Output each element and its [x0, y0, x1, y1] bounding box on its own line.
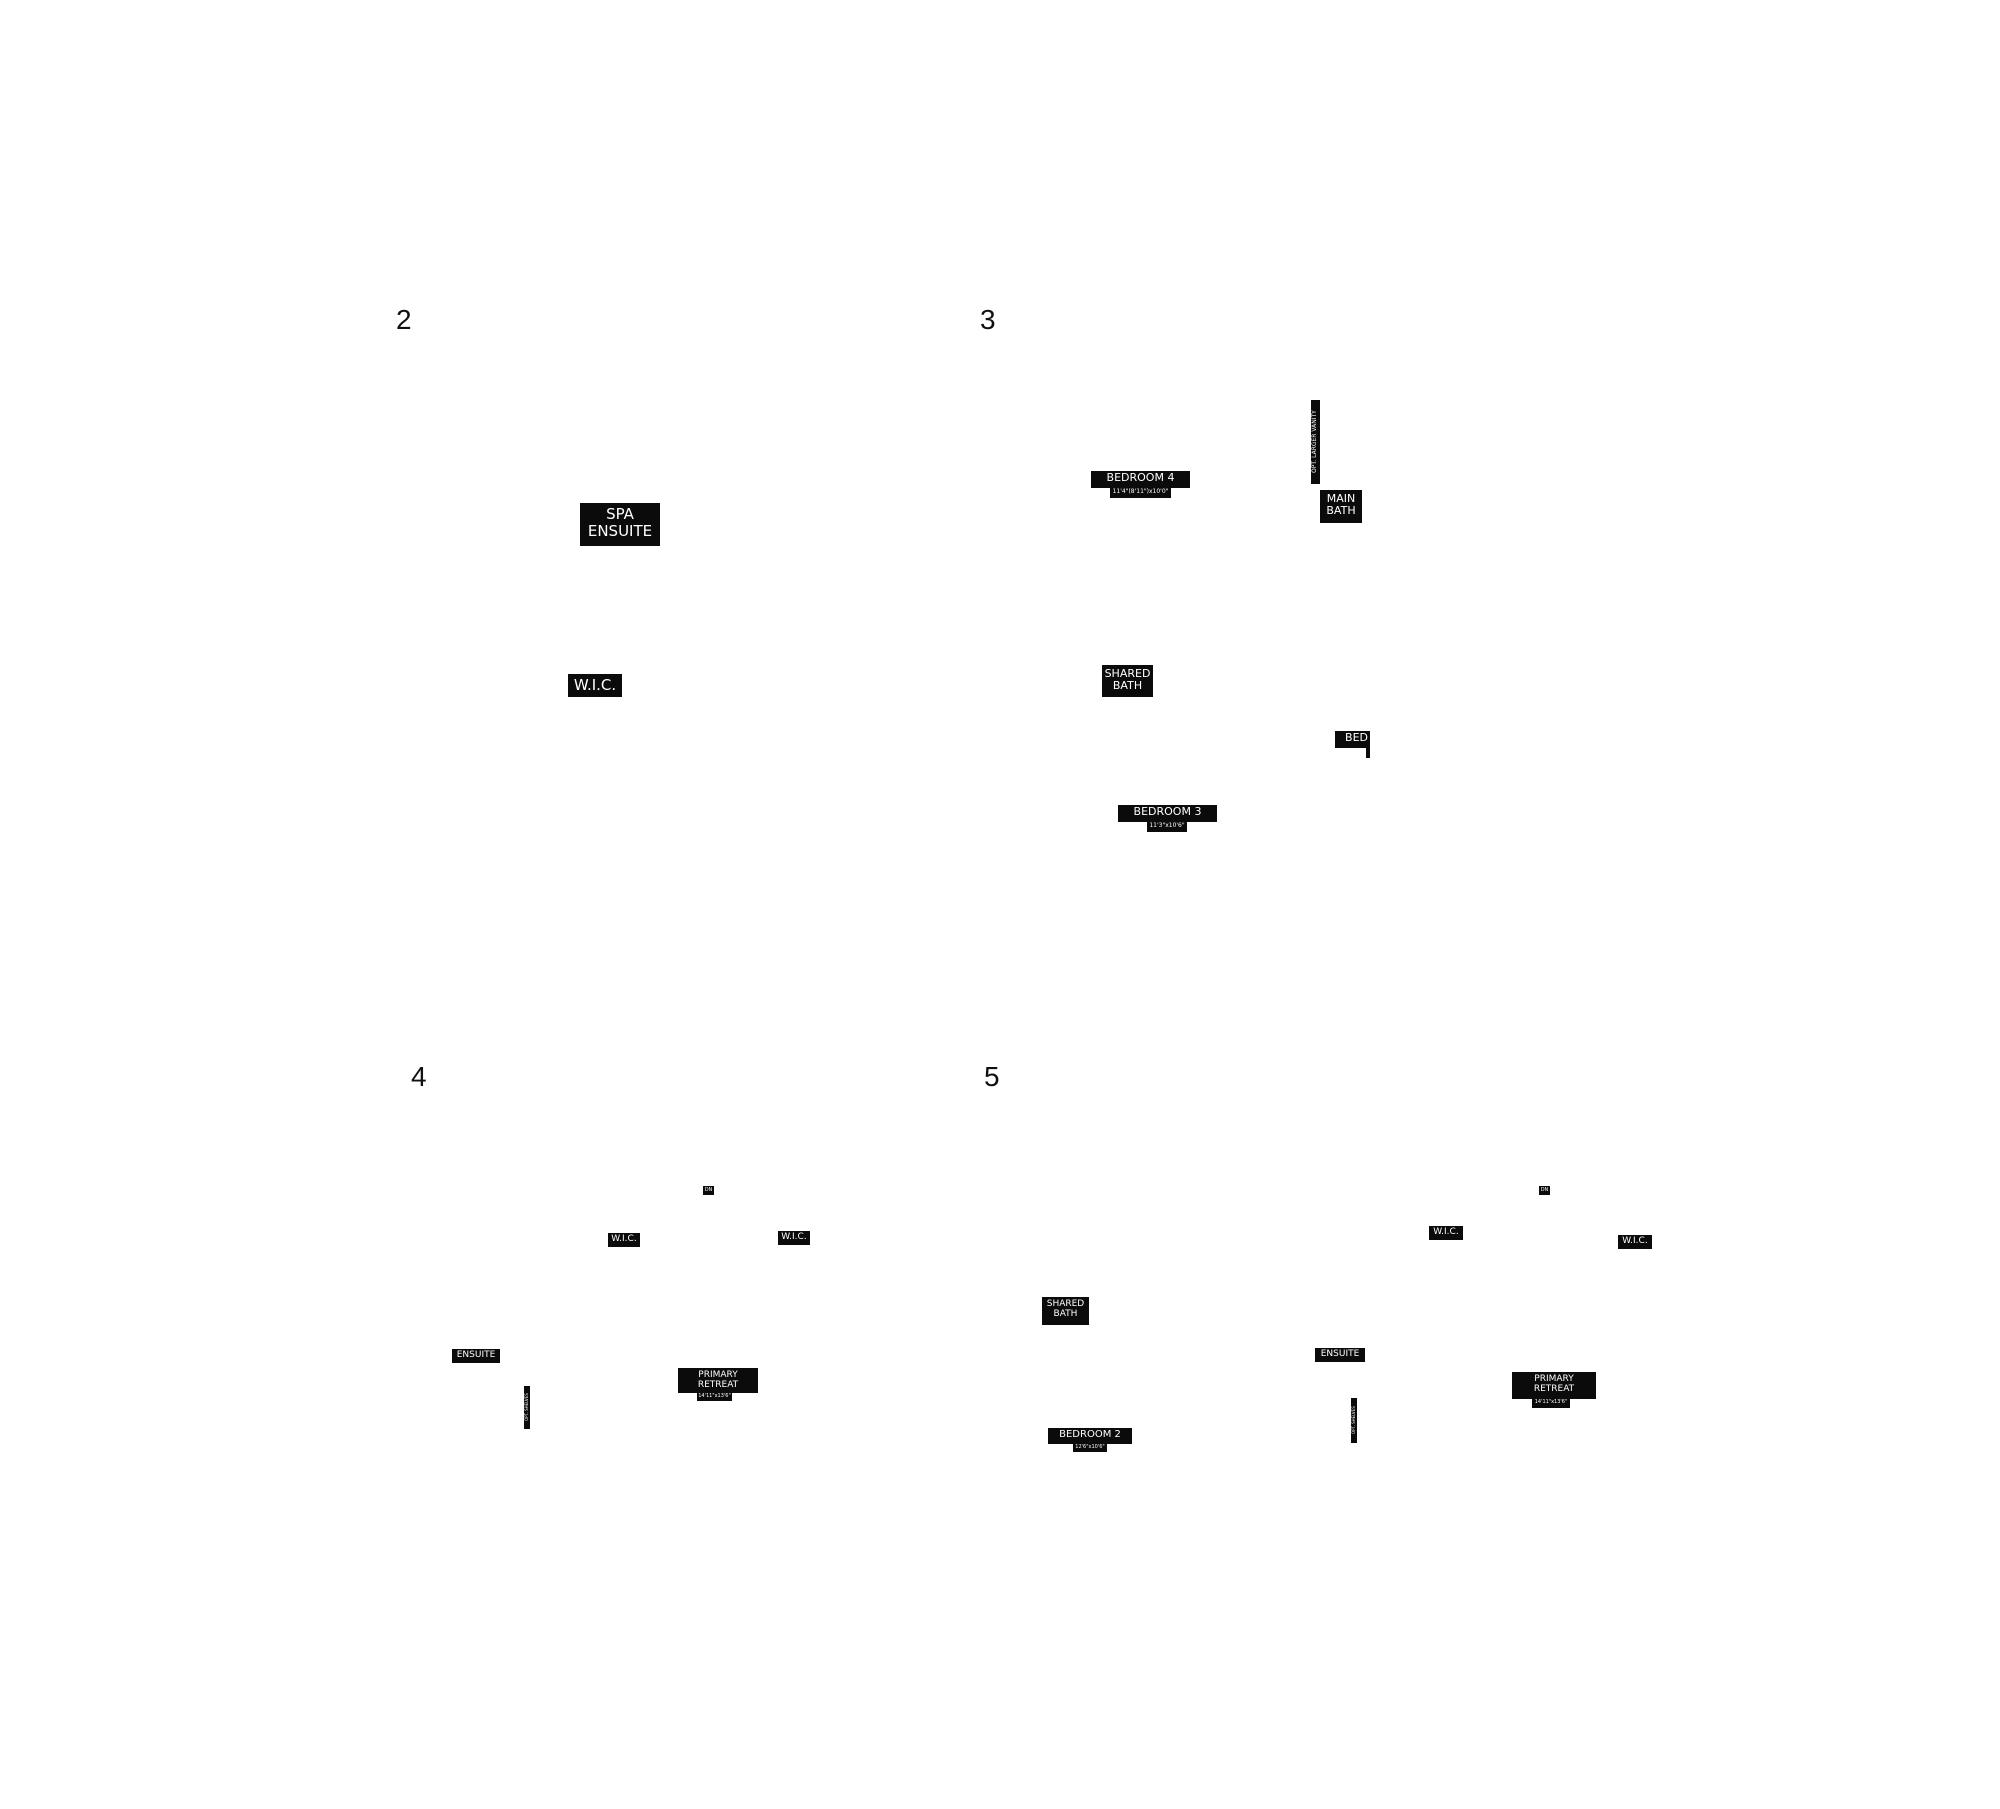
wic-left-label-panel-4: W.I.C.: [608, 1233, 640, 1247]
primary-retreat-line-1: PRIMARY: [1534, 1374, 1574, 1384]
wic-right-label-panel-4: W.I.C.: [778, 1231, 810, 1245]
primary-retreat-line-2: RETREAT: [697, 1380, 739, 1391]
main-bath-line-2: BATH: [1326, 504, 1356, 518]
dn-label-panel-5: DN: [1539, 1186, 1550, 1195]
bed-partial-dimensions: [1366, 748, 1370, 758]
bedroom-4-label: BEDROOM 4: [1091, 471, 1190, 488]
wic-right-label-panel-5: W.I.C.: [1618, 1235, 1652, 1249]
shared-bath-line-2: BATH: [1053, 1309, 1078, 1320]
primary-retreat-line-2: RETREAT: [1533, 1384, 1575, 1395]
opt-label-panel-5: OPT. SHELVES: [1351, 1398, 1357, 1443]
panel-number-5: 5: [984, 1061, 1000, 1092]
wic-label-panel-2: W.I.C.: [568, 674, 622, 697]
shared-bath-label-panel-5: SHARED BATH: [1042, 1297, 1089, 1325]
primary-retreat-label-panel-4: PRIMARY RETREAT: [678, 1368, 758, 1393]
bedroom-2-label: BEDROOM 2: [1048, 1428, 1132, 1444]
opt-larger-vanity-label: OPT. LARGER VANITY: [1311, 400, 1320, 484]
main-bath-label: MAIN BATH: [1320, 490, 1362, 523]
main-bath-line-1: MAIN: [1326, 492, 1356, 505]
primary-retreat-dimensions-panel-4: 14'11"x13'6": [697, 1393, 732, 1401]
shared-bath-label-panel-3: SHARED BATH: [1102, 665, 1153, 697]
spa-ensuite-line-1: SPA: [606, 505, 634, 523]
bedroom-4-dimensions: 11'4"(8'11")x10'0": [1110, 488, 1171, 498]
bedroom-3-label: BEDROOM 3: [1118, 805, 1217, 822]
primary-retreat-label-panel-5: PRIMARY RETREAT: [1512, 1372, 1596, 1399]
bed-partial-label: BED: [1335, 731, 1370, 748]
panel-number-2: 2: [396, 304, 412, 335]
panel-number-4: 4: [411, 1061, 427, 1092]
shared-bath-line-2: BATH: [1112, 679, 1143, 693]
shared-bath-line-1: SHARED: [1046, 1299, 1085, 1309]
dn-label-panel-4: DN: [703, 1186, 714, 1195]
shared-bath-line-1: SHARED: [1104, 667, 1151, 680]
opt-label-panel-4: OPT. SHELVES: [524, 1386, 530, 1429]
ensuite-label-panel-5: ENSUITE: [1315, 1348, 1365, 1362]
spa-ensuite-line-2: ENSUITE: [587, 521, 653, 540]
spa-ensuite-label: SPA ENSUITE: [580, 503, 660, 546]
bedroom-2-dimensions: 12'6"x10'6": [1073, 1444, 1107, 1452]
wic-left-label-panel-5: W.I.C.: [1429, 1226, 1463, 1240]
ensuite-label-panel-4: ENSUITE: [452, 1349, 500, 1363]
bedroom-3-dimensions: 11'3"x10'6": [1147, 822, 1187, 832]
primary-retreat-line-1: PRIMARY: [698, 1370, 738, 1380]
primary-retreat-dimensions-panel-5: 14'11"x13'6": [1532, 1399, 1570, 1408]
panel-number-3: 3: [980, 304, 996, 335]
